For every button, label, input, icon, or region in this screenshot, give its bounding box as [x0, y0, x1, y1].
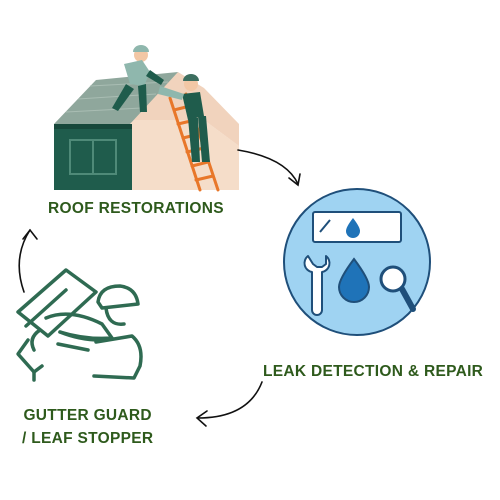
label-leak-detection-repair: LEAK DETECTION & REPAIR	[263, 363, 484, 380]
water-drop-icon	[337, 257, 371, 303]
arrow-gutter-to-roof	[18, 229, 31, 293]
panel-drop-icon	[346, 218, 360, 238]
cycle-arrows	[18, 149, 301, 427]
label-roof-restorations: ROOF RESTORATIONS	[48, 200, 224, 217]
leak-detection-circle	[283, 188, 431, 336]
roofer-worker-top	[112, 45, 164, 112]
arrow-roof-to-leak	[237, 149, 299, 185]
roofer-worker-ladder	[158, 74, 210, 162]
roofers-on-house-illustration	[54, 45, 239, 192]
arrow-leak-to-gutter	[197, 381, 263, 419]
label-gutter-line1: GUTTER GUARD	[23, 407, 152, 424]
magnifier-icon	[379, 265, 416, 312]
label-gutter-line2: / LEAF STOPPER	[22, 430, 154, 447]
wrench-icon	[303, 255, 331, 316]
label-gutter-guard: GUTTER GUARD / LEAF STOPPER	[22, 404, 153, 450]
gutter-worker-icon	[16, 268, 143, 382]
